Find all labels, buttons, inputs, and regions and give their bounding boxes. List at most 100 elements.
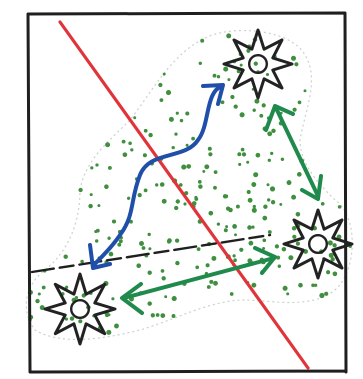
- stipple-dot: [253, 172, 258, 177]
- stipple-dot: [156, 313, 160, 317]
- stipple-dot: [127, 197, 130, 200]
- stipple-dot: [206, 263, 210, 267]
- flower-bottom-left: [45, 274, 115, 344]
- stipple-dot: [172, 314, 176, 318]
- stipple-dot: [251, 283, 256, 288]
- stipple-dot: [213, 281, 218, 286]
- stipple-dot: [88, 204, 92, 208]
- stipple-dot: [266, 73, 269, 76]
- stipple-dot: [112, 219, 116, 223]
- stipple-dot: [262, 216, 267, 221]
- flower-center: [309, 235, 327, 253]
- stipple-dot: [326, 270, 330, 274]
- stipple-dot: [144, 129, 148, 133]
- stipple-dot: [197, 247, 201, 251]
- stipple-dot: [241, 148, 245, 152]
- stipple-dot: [207, 285, 211, 289]
- stipple-dot: [253, 205, 256, 208]
- stipple-dot: [294, 62, 298, 66]
- stipple-dot: [142, 246, 146, 250]
- stipple-dot: [298, 283, 303, 288]
- stipple-dot: [237, 152, 241, 156]
- stipple-dot: [172, 146, 175, 149]
- stipple-dot: [262, 238, 266, 242]
- green-double-arrow-top-right: [266, 106, 321, 199]
- stipple-dot: [148, 133, 152, 137]
- stipple-dot: [111, 297, 114, 300]
- stipple-dot: [298, 101, 302, 105]
- stipple-dot: [221, 100, 225, 104]
- stipple-dot: [238, 163, 241, 166]
- stipple-dot: [247, 190, 251, 194]
- stipple-dot: [108, 166, 112, 170]
- stipple-dot: [291, 195, 296, 200]
- stipple-dot: [252, 208, 257, 213]
- stipple-dot: [319, 293, 324, 298]
- stipple-dot: [236, 205, 240, 209]
- red-diagonal-line: [60, 22, 308, 368]
- stipple-dot: [90, 193, 93, 196]
- stipple-dot: [161, 269, 165, 273]
- stipple-dot: [293, 108, 297, 112]
- stipple-dot: [70, 316, 74, 320]
- stipple-dot: [234, 104, 238, 108]
- stipple-dot: [106, 330, 111, 335]
- stipple-dot: [287, 180, 292, 185]
- stipple-dot: [291, 56, 296, 61]
- stipple-dot: [292, 226, 297, 231]
- flower-outline: [45, 274, 115, 344]
- stipple-dot: [324, 292, 328, 296]
- stipple-dot: [195, 265, 199, 269]
- stipple-dot: [166, 90, 171, 95]
- stipple-dot: [199, 62, 202, 65]
- stipple-dot: [251, 182, 256, 187]
- stipple-dot: [186, 164, 191, 169]
- flower-center: [249, 55, 267, 73]
- stipple-dot: [160, 98, 164, 102]
- stipple-dot: [230, 95, 234, 99]
- stipple-dot: [109, 252, 114, 257]
- stipple-dot: [242, 152, 246, 156]
- flower-top: [224, 30, 292, 98]
- flower-right: [284, 210, 352, 278]
- stipple-dot: [180, 119, 183, 122]
- stipple-dot: [95, 163, 98, 166]
- stipple-dot: [213, 74, 217, 78]
- stipple-dot: [211, 256, 216, 261]
- stipple-dot: [263, 205, 267, 209]
- stipple-dot: [80, 260, 84, 264]
- stipple-dot: [155, 183, 158, 186]
- stipple-dot: [267, 131, 272, 136]
- stipple-dot: [213, 186, 217, 190]
- stipple-dot: [151, 313, 155, 317]
- stipple-dot: [128, 142, 132, 146]
- stipple-dot: [297, 172, 302, 177]
- stipple-dot: [136, 263, 141, 268]
- stipple-dot: [181, 165, 186, 170]
- stipple-dot: [209, 280, 213, 284]
- stipple-dot: [232, 224, 237, 229]
- stipple-dot: [304, 89, 307, 92]
- stipple-dot: [217, 75, 220, 78]
- stipple-dot: [246, 161, 249, 164]
- flower-center: [71, 300, 89, 318]
- stipple-dot: [248, 241, 253, 246]
- stipple-dot: [174, 206, 178, 210]
- stipple-dot: [198, 180, 202, 184]
- stipple-dot: [233, 254, 236, 257]
- stipple-dot: [97, 204, 100, 207]
- stipple-dot: [279, 203, 282, 206]
- stipple-dot: [283, 286, 288, 291]
- stipple-dot: [248, 198, 253, 203]
- stipple-dot: [268, 159, 271, 162]
- stipple-dot: [163, 73, 166, 76]
- stipple-dot: [35, 299, 39, 303]
- blue-wavy-double-arrow: [90, 85, 223, 268]
- stipple-dot: [175, 238, 179, 242]
- stipple-dot: [162, 199, 167, 204]
- stipple-dot: [148, 247, 151, 250]
- stipple-dot: [164, 295, 167, 298]
- stipple-dot: [217, 222, 220, 225]
- stipple-dot: [270, 152, 273, 155]
